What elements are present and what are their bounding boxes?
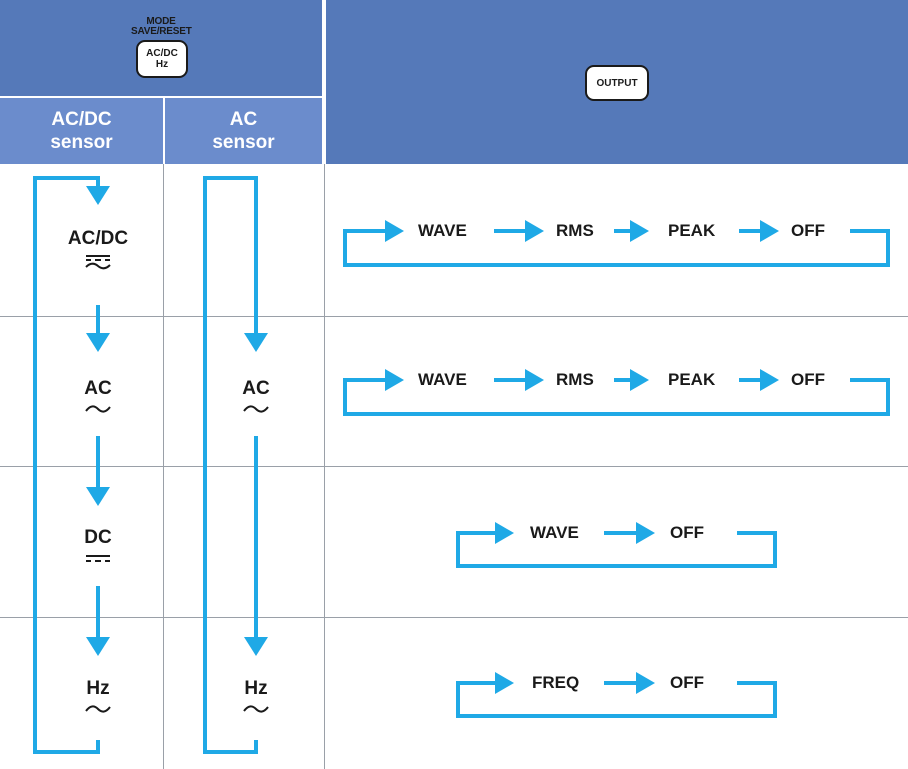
ac-dc-symbol-icon xyxy=(85,255,111,270)
output-loop-row-1 xyxy=(343,220,890,267)
down-arrow-icon xyxy=(86,186,110,205)
down-arrow-icon xyxy=(86,333,110,352)
down-arrow-icon xyxy=(244,637,268,656)
ac-sensor-header xyxy=(165,98,322,164)
down-arrow-icon xyxy=(86,487,110,506)
hz-key-label: Hz xyxy=(155,59,169,70)
seq-row3-wave: WAVE xyxy=(530,523,579,542)
seq-row4-off: OFF xyxy=(670,673,704,692)
ac-sensor-title: AC sensor xyxy=(165,98,322,164)
seq-row4-freq: FREQ xyxy=(532,673,580,692)
dc-symbol-icon xyxy=(86,555,110,562)
ac-sensor-ac-mode-label: AC xyxy=(242,378,270,399)
acdc-mode-label: AC/DC xyxy=(67,228,129,249)
down-arrow-icon xyxy=(86,637,110,656)
divider-row-3 xyxy=(0,617,908,618)
dc-mode-label: DC xyxy=(84,527,112,548)
ac-sensor-title-line2: sensor xyxy=(212,132,275,153)
output-loop-row-4 xyxy=(456,672,777,718)
ac-sensor-hz-mode-label: Hz xyxy=(244,678,268,699)
seq-row3-off: OFF xyxy=(670,523,704,542)
ac-sensor-ac-symbol-icon xyxy=(243,405,269,413)
divider-row-2 xyxy=(0,466,908,467)
seq-row1-off: OFF xyxy=(791,221,825,240)
acdc-sensor-title: AC/DC sensor xyxy=(0,98,163,164)
mode-label: MODE xyxy=(146,16,176,27)
acdc-sensor-loop xyxy=(33,176,100,754)
hz-mode-label: Hz xyxy=(86,678,110,699)
seq-row1-rms: RMS xyxy=(556,221,594,240)
down-arrow-icon xyxy=(244,333,268,352)
hz-ac-symbol-icon xyxy=(85,705,111,713)
acdc-hz-button[interactable]: AC/DC Hz xyxy=(136,40,188,78)
acdc-sensor-header xyxy=(0,98,163,164)
seq-row2-peak: PEAK xyxy=(668,370,716,389)
seq-row2-wave: WAVE xyxy=(418,370,467,389)
output-button[interactable]: OUTPUT xyxy=(585,65,649,101)
divider-row-1 xyxy=(0,316,908,317)
save-reset-label: SAVE/RESET xyxy=(131,26,192,37)
ac-symbol-icon xyxy=(85,405,111,413)
seq-row2-rms: RMS xyxy=(556,370,594,389)
acdc-sensor-title-line1: AC/DC xyxy=(51,109,112,130)
ac-sensor-title-line1: AC xyxy=(229,109,258,130)
acdc-key-label: AC/DC xyxy=(146,48,178,59)
mode-button-caption: MODE SAVE/RESET xyxy=(131,16,192,37)
seq-row1-wave: WAVE xyxy=(418,221,467,240)
ac-sensor-loop xyxy=(203,176,258,754)
ac-sensor-hz-symbol-icon xyxy=(243,705,269,713)
ac-mode-label: AC xyxy=(84,378,112,399)
acdc-sensor-title-line2: sensor xyxy=(50,132,113,153)
seq-row2-off: OFF xyxy=(791,370,825,389)
output-loop-row-3 xyxy=(456,522,777,568)
seq-row1-peak: PEAK xyxy=(668,221,716,240)
output-key-label: OUTPUT xyxy=(596,77,638,89)
output-loop-row-2 xyxy=(343,369,890,416)
